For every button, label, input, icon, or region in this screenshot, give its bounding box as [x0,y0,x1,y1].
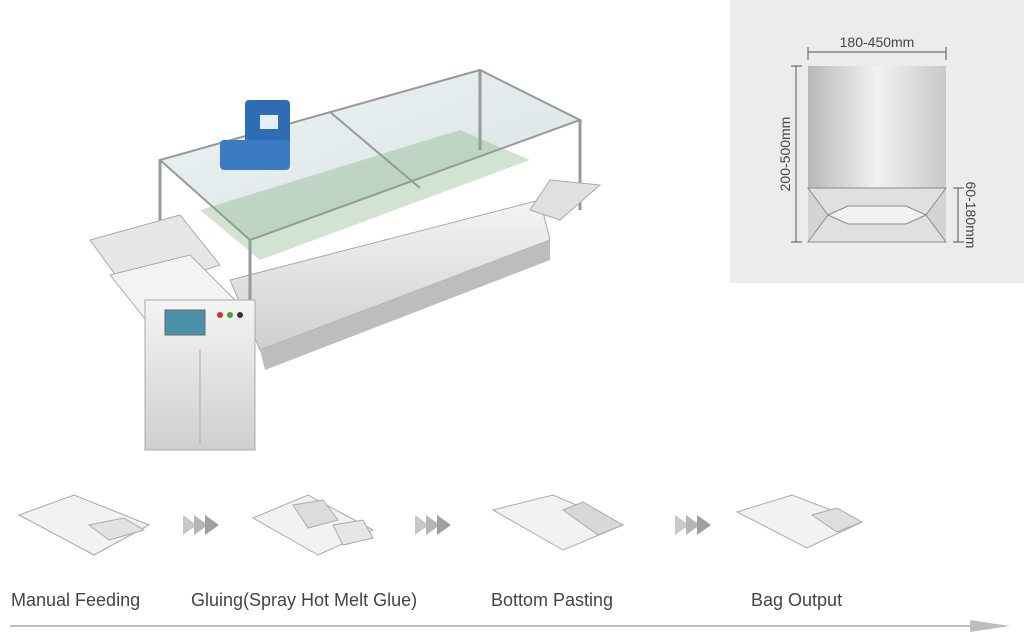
step-label-bottom-pasting: Bottom Pasting [491,590,614,610]
bag-glue-icon [251,494,375,556]
bag-folded-icon [491,494,625,551]
process-arrow-icon [675,515,711,535]
bag-dimension-diagram: 180-450mm 200-500mm 60-180mm [777,34,979,249]
step-label-bag-output: Bag Output [751,590,843,610]
process-arrow-icon [183,515,219,535]
step-label-gluing: Gluing(Spray Hot Melt Glue) [191,590,418,610]
bag-finished-icon [735,494,864,549]
step-label-manual-feeding: Manual Feeding [11,590,141,610]
process-arrow-icon [415,515,451,535]
bottom-dimension-label: 60-180mm [963,182,979,249]
width-dimension-label: 180-450mm [840,34,915,50]
bag-making-machine-image [89,68,602,451]
bag-sheet-icon [17,494,151,556]
height-dimension-label: 200-500mm [777,117,793,192]
process-timeline-arrow [10,620,1010,632]
